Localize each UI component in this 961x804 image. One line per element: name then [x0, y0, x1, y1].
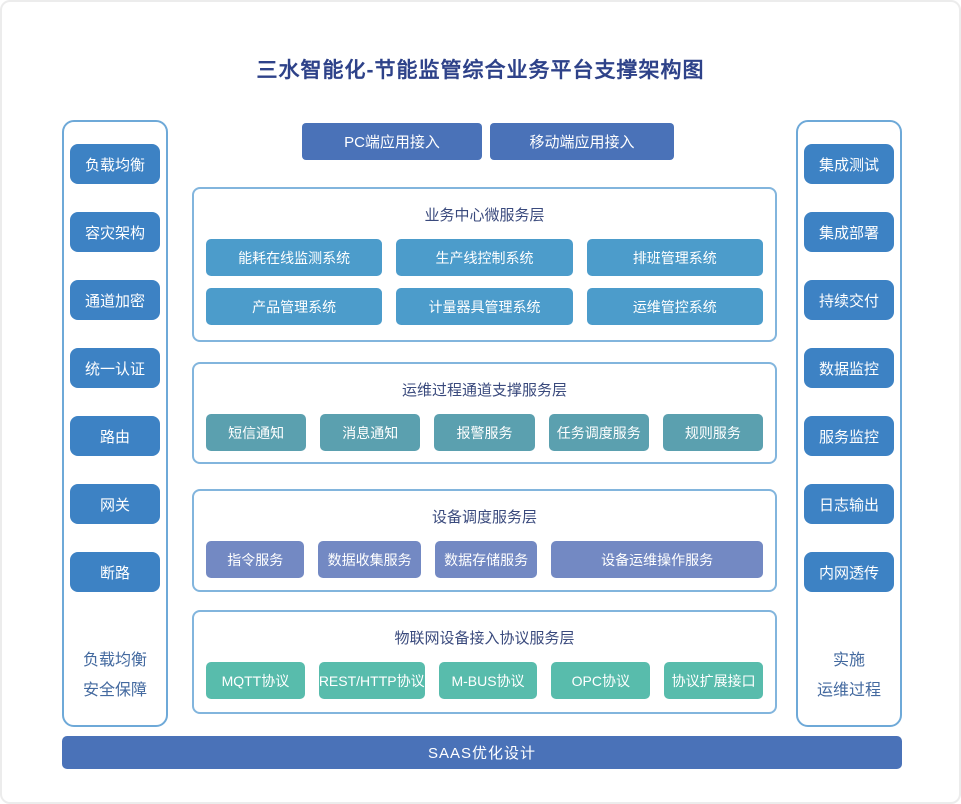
layer-device-scheduling: 设备调度服务层 指令服务 数据收集服务 数据存储服务 设备运维操作服务 — [192, 489, 777, 592]
right-item-integration-deploy: 集成部署 — [804, 212, 894, 252]
box-data-storage-service: 数据存储服务 — [434, 541, 538, 578]
layer4-row: MQTT协议 REST/HTTP协议 M-BUS协议 OPC协议 协议扩展接口 — [206, 662, 764, 699]
layer-iot-protocols: 物联网设备接入协议服务层 MQTT协议 REST/HTTP协议 M-BUS协议 … — [192, 610, 777, 714]
left-item-load-balance: 负载均衡 — [70, 144, 160, 184]
pc-access-button: PC端应用接入 — [302, 123, 482, 160]
mobile-access-button: 移动端应用接入 — [490, 123, 674, 160]
layer1-row2: 产品管理系统 计量器具管理系统 运维管控系统 — [206, 288, 763, 325]
left-item-disaster-recovery: 容灾架构 — [70, 212, 160, 252]
box-rule-service: 规则服务 — [662, 414, 764, 451]
app-access-row: PC端应用接入 移动端应用接入 — [302, 123, 674, 160]
left-item-routing: 路由 — [70, 416, 160, 456]
right-caption-line2: 运维过程 — [816, 682, 881, 699]
left-item-circuit-break: 断路 — [70, 552, 160, 592]
layer2-row: 短信通知 消息通知 报警服务 任务调度服务 规则服务 — [206, 414, 764, 451]
layer3-title: 设备调度服务层 — [431, 509, 537, 526]
left-item-unified-auth: 统一认证 — [70, 348, 160, 388]
box-task-scheduling-service: 任务调度服务 — [548, 414, 649, 451]
box-ops-control-system: 运维管控系统 — [586, 288, 763, 325]
left-panel-caption: 负载均衡 安全保障 — [83, 646, 147, 706]
left-caption-line2: 安全保障 — [82, 682, 147, 699]
right-panel-caption: 实施 运维过程 — [817, 646, 881, 706]
box-shift-management-system: 排班管理系统 — [586, 239, 763, 276]
box-data-collection-service: 数据收集服务 — [318, 541, 421, 578]
box-metering-instrument-system: 计量器具管理系统 — [396, 288, 573, 325]
right-item-integration-test: 集成测试 — [804, 144, 894, 184]
layer3-row: 指令服务 数据收集服务 数据存储服务 设备运维操作服务 — [206, 541, 763, 578]
layer2-title: 运维过程通道支撑服务层 — [401, 382, 567, 399]
box-protocol-extension-interface: 协议扩展接口 — [664, 662, 764, 699]
box-mbus-protocol: M-BUS协议 — [438, 662, 538, 699]
layer1-row1: 能耗在线监测系统 生产线控制系统 排班管理系统 — [206, 239, 763, 276]
layer4-title: 物联网设备接入协议服务层 — [394, 630, 575, 647]
right-item-log-output: 日志输出 — [804, 484, 894, 524]
box-product-management-system: 产品管理系统 — [206, 288, 383, 325]
layer1-title: 业务中心微服务层 — [424, 207, 545, 224]
box-production-line-control-system: 生产线控制系统 — [396, 239, 573, 276]
right-item-continuous-delivery: 持续交付 — [804, 280, 894, 320]
box-rest-http-protocol: REST/HTTP协议 — [318, 662, 425, 699]
right-item-intranet-passthrough: 内网透传 — [804, 552, 894, 592]
box-alarm-service: 报警服务 — [434, 414, 535, 451]
layer-business-microservices: 业务中心微服务层 能耗在线监测系统 生产线控制系统 排班管理系统 产品管理系统 … — [192, 187, 777, 342]
box-energy-monitoring-system: 能耗在线监测系统 — [206, 239, 383, 276]
right-item-data-monitoring: 数据监控 — [804, 348, 894, 388]
right-caption-line1: 实施 — [832, 652, 865, 669]
box-opc-protocol: OPC协议 — [551, 662, 651, 699]
box-sms-notification: 短信通知 — [206, 414, 307, 451]
left-item-gateway: 网关 — [70, 484, 160, 524]
right-item-service-monitoring: 服务监控 — [804, 416, 894, 456]
box-mqtt-protocol: MQTT协议 — [206, 662, 305, 699]
box-device-ops-operation-service: 设备运维操作服务 — [551, 541, 763, 578]
box-command-service: 指令服务 — [206, 541, 305, 578]
left-item-channel-encryption: 通道加密 — [70, 280, 160, 320]
saas-optimization-bar: SAAS优化设计 — [62, 736, 902, 769]
right-panel-implementation: 集成测试 集成部署 持续交付 数据监控 服务监控 日志输出 内网透传 实施 运维… — [796, 120, 902, 727]
layer-ops-channel-support: 运维过程通道支撑服务层 短信通知 消息通知 报警服务 任务调度服务 规则服务 — [192, 362, 777, 464]
page-title: 三水智能化-节能监管综合业务平台支撑架构图 — [256, 59, 705, 82]
left-panel-load-balancing: 负载均衡 容灾架构 通道加密 统一认证 路由 网关 断路 负载均衡 安全保障 — [62, 120, 168, 727]
left-caption-line1: 负载均衡 — [82, 652, 147, 669]
box-message-notification: 消息通知 — [320, 414, 421, 451]
